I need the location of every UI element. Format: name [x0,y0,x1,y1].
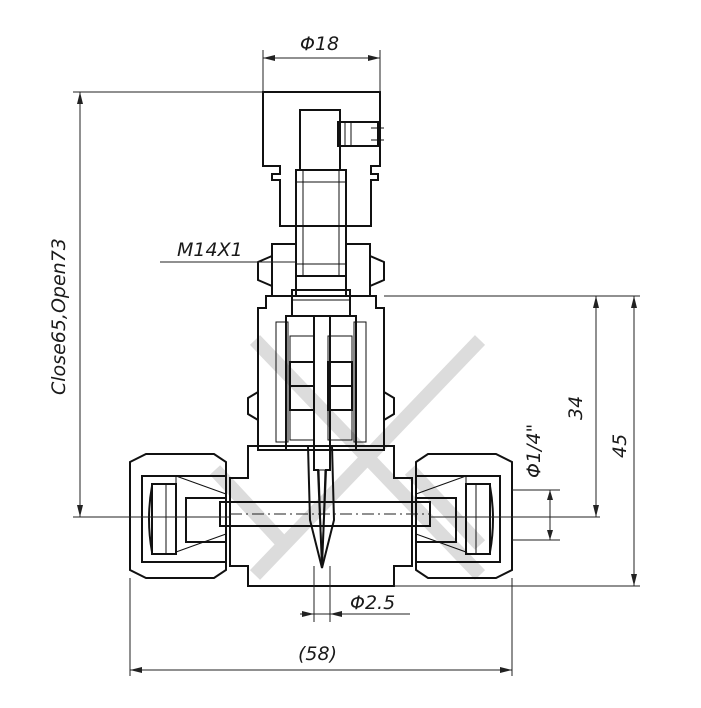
label-top-diameter: Φ18 [300,33,339,55]
dim-overall-height: Close65,Open73 [48,91,263,518]
dim-orifice-diameter: Φ2.5 [300,566,410,622]
set-screw [337,121,379,147]
dim-port-size: Φ1/4" [512,424,560,541]
dim-top-diameter: Φ18 [262,33,381,92]
packing [289,335,353,441]
label-thread: M14X1 [177,239,243,261]
dim-overall-width: (58) [129,578,513,676]
valve-body [219,445,431,587]
label-height-45: 45 [609,434,631,458]
bonnet [247,295,395,451]
watermark [209,335,486,580]
label-overall-width: (58) [298,643,337,665]
left-fitting [129,453,227,579]
label-port-size: Φ1/4" [523,424,545,478]
label-overall-height: Close65,Open73 [48,238,70,395]
dim-thread: M14X1 [160,239,296,263]
label-height-34: 34 [565,396,587,420]
label-orifice-diameter: Φ2.5 [350,592,395,614]
stem-upper [295,169,347,277]
lock-nut [257,243,385,297]
valve-seat-bore [306,445,336,569]
right-fitting [415,453,513,579]
stem-collar [291,289,351,317]
dim-height-45: 45 [384,295,640,587]
handle-cap [262,91,384,227]
needle [313,315,331,567]
